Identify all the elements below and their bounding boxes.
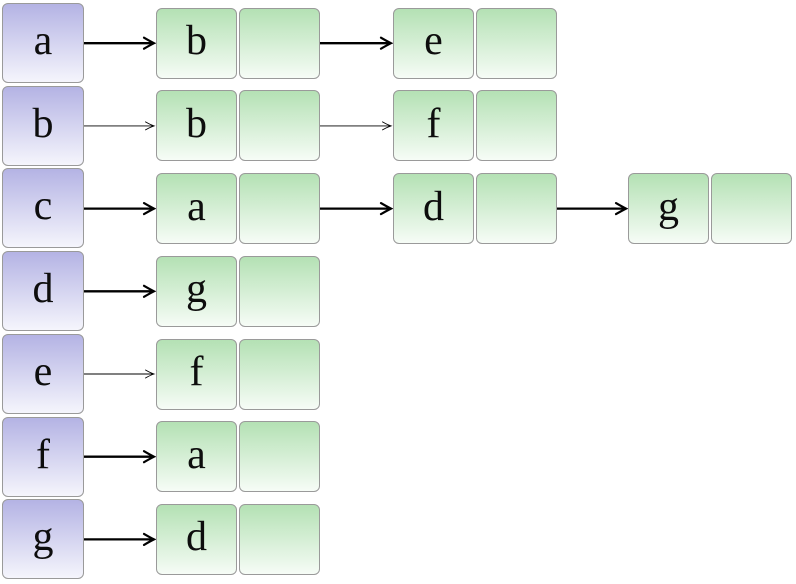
node-pointer-cell (476, 7, 557, 79)
node-label: e (424, 18, 443, 65)
node-pointer-cell (239, 173, 320, 245)
node-label: b (186, 100, 207, 147)
node-value-cell: d (393, 173, 474, 245)
node-value-cell: e (393, 7, 474, 79)
node-label: a (33, 18, 53, 64)
node-pointer-cell (239, 7, 320, 79)
node-label: d (186, 514, 207, 561)
head-box-a: a (2, 3, 84, 83)
node-value-cell: f (393, 90, 474, 162)
node-value-cell: a (156, 421, 237, 493)
node-pointer-cell (711, 173, 792, 245)
node-value-cell: b (156, 7, 237, 79)
head-box-f: f (2, 416, 84, 497)
node-pointer-cell (476, 90, 557, 162)
node-value-cell: d (156, 503, 237, 575)
node-label: c (33, 183, 53, 230)
node-label: f (36, 431, 50, 478)
node-label: d (32, 266, 54, 313)
head-box-g: g (2, 499, 84, 580)
node-value-cell: b (156, 90, 237, 162)
node-label: b (186, 18, 207, 65)
node-label: b (32, 100, 54, 147)
node-label: g (186, 266, 207, 313)
node-value-cell: a (156, 173, 237, 245)
node-value-cell: g (156, 255, 237, 327)
node-label: g (658, 183, 679, 230)
node-value-cell: f (156, 338, 237, 410)
node-value-cell: g (628, 173, 709, 245)
node-pointer-cell (239, 338, 320, 410)
node-label: a (187, 431, 206, 478)
head-box-b: b (2, 85, 84, 166)
head-box-c: c (2, 168, 84, 249)
node-label: g (32, 514, 54, 561)
node-label: a (187, 183, 206, 230)
node-pointer-cell (239, 90, 320, 162)
node-label: d (423, 183, 444, 230)
head-box-e: e (2, 333, 84, 414)
node-pointer-cell (476, 173, 557, 245)
node-pointer-cell (239, 503, 320, 575)
node-label: f (189, 349, 204, 395)
head-box-d: d (2, 251, 84, 332)
node-label: f (426, 100, 441, 147)
node-pointer-cell (239, 255, 320, 327)
node-label: e (33, 348, 53, 395)
node-pointer-cell (239, 421, 320, 493)
